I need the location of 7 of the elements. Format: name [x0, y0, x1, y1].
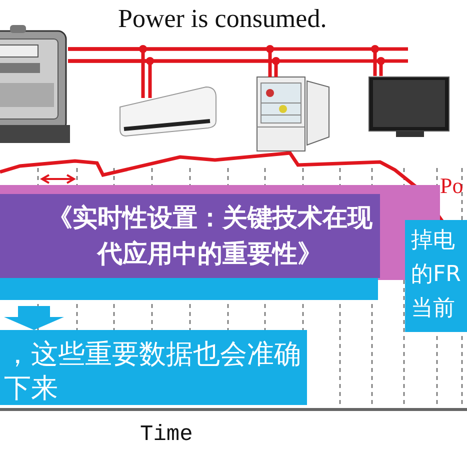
- caption-text: Power is consumed.: [118, 4, 327, 34]
- axis-label: Time: [140, 422, 193, 447]
- text-panel: ，这些重要数据也会准确下来: [0, 330, 307, 405]
- text-panel: 掉电的FR当前: [405, 220, 467, 332]
- title-banner: 《实时性设置：关键技术在现代应用中的重要性》: [0, 194, 380, 278]
- power-wire: [66, 47, 410, 78]
- axis-label: Po: [440, 173, 464, 199]
